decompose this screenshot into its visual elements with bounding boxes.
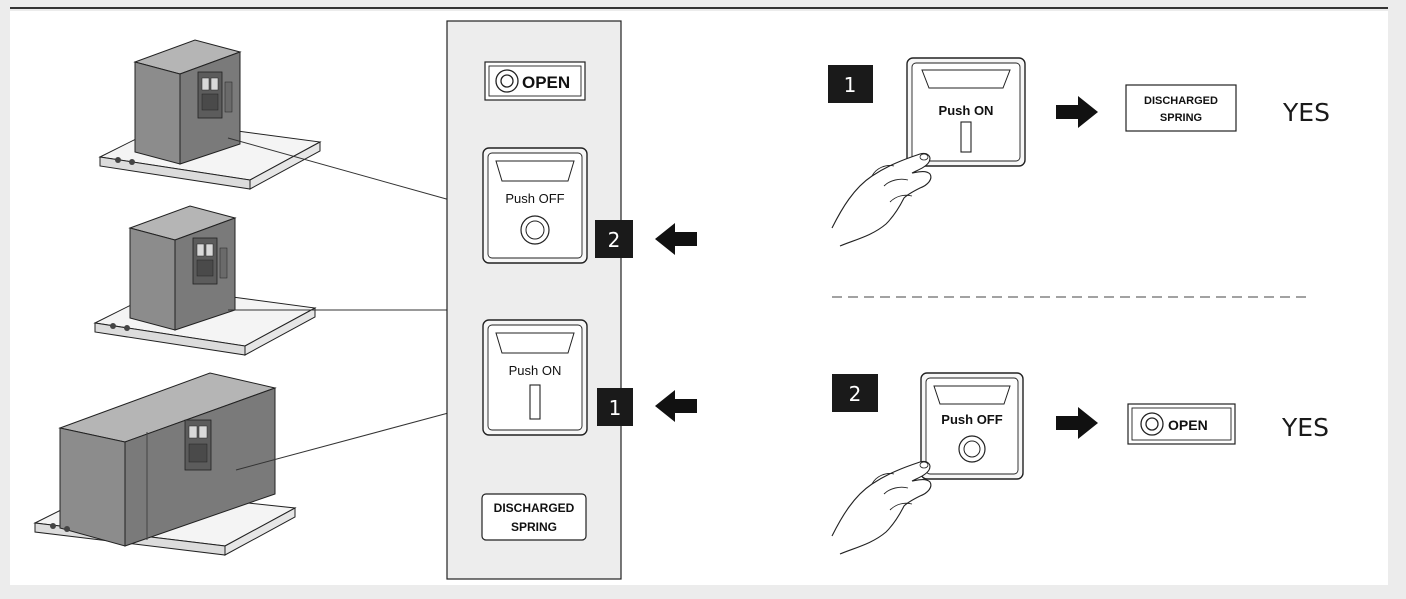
callout-step-1-number: 1 (609, 396, 622, 420)
step-1-result-line2: SPRING (1160, 112, 1202, 124)
step-2-answer: YES (1281, 413, 1329, 442)
control-panel (446, 20, 622, 580)
hand-icon (831, 460, 932, 555)
arrow-left-icon (655, 223, 697, 255)
open-indicator-label: OPEN (522, 73, 570, 92)
step-2-result-open: OPEN (1127, 403, 1236, 445)
breaker-3d-middle (94, 205, 316, 356)
callout-step-2: 2 (595, 220, 697, 258)
open-indicator: OPEN (484, 61, 586, 101)
step-2-button-label: Push OFF (941, 412, 1002, 427)
step-2-number: 2 (849, 382, 862, 406)
push-off-button[interactable]: Push OFF (482, 147, 588, 264)
step-1-number: 1 (844, 73, 857, 97)
step-1-push-on-button: Push ON (906, 57, 1026, 167)
top-rule (10, 7, 1388, 9)
breaker-3d-top (99, 39, 321, 190)
push-on-label: Push ON (509, 363, 562, 378)
step-2-push-off-button: Push OFF (920, 372, 1024, 480)
step-2-result-label: OPEN (1168, 417, 1208, 433)
step-1: 1 Push ON DISCHARGED SPRING YES (828, 57, 1330, 247)
hand-icon (831, 152, 932, 247)
breaker-3d-bottom (33, 372, 297, 556)
step-2: 2 Push OFF OPEN YES (831, 372, 1329, 555)
callout-step-1: 1 (597, 388, 697, 426)
arrow-left-icon (655, 390, 697, 422)
step-1-result-line1: DISCHARGED (1144, 95, 1218, 107)
open-indicator-circle-icon (495, 69, 519, 93)
step-1-answer: YES (1282, 98, 1330, 127)
discharged-line2: SPRING (511, 520, 557, 534)
discharged-line1: DISCHARGED (494, 501, 575, 515)
push-off-label: Push OFF (505, 191, 564, 206)
discharged-spring-indicator: DISCHARGED SPRING (481, 493, 587, 541)
step-1-result-discharged-spring: DISCHARGED SPRING (1125, 84, 1237, 132)
push-on-bar-icon (529, 384, 541, 420)
push-off-circle-icon (520, 215, 550, 245)
arrow-right-icon (1056, 407, 1098, 439)
leader-lines (227, 137, 453, 471)
arrow-right-icon (1056, 96, 1098, 128)
push-on-button[interactable]: Push ON (482, 319, 588, 436)
step-1-button-label: Push ON (939, 103, 994, 118)
callout-step-2-number: 2 (608, 228, 621, 252)
